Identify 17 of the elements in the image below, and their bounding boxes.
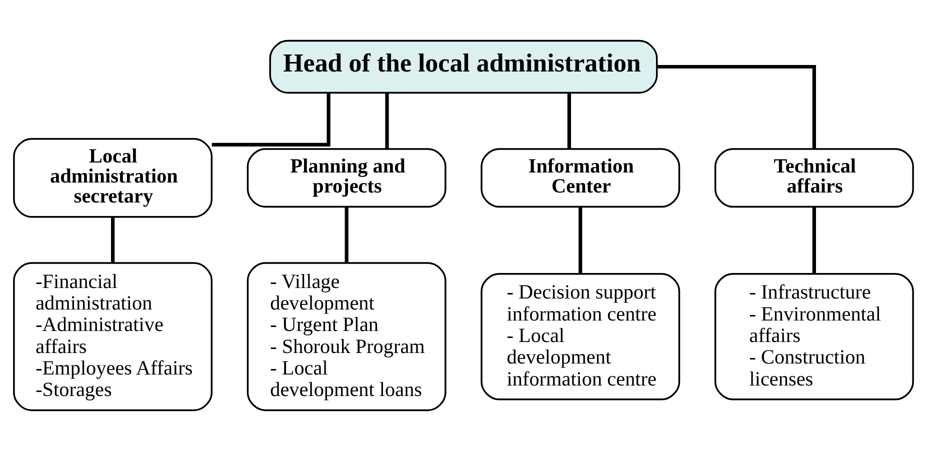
node-box: - Infrastructure - Environmental affairs - Construction licenses <box>714 272 914 400</box>
connector <box>812 207 816 274</box>
node-box: - Decision support information centre - Local development information centre <box>480 272 680 400</box>
connector <box>111 217 115 263</box>
connector <box>212 93 330 146</box>
node-box: Planning and projects <box>246 148 446 208</box>
node-box: Information Center <box>480 148 680 208</box>
node-box: Head of the local administration <box>269 40 658 94</box>
node-box: Local administration secretary <box>13 138 213 218</box>
connector <box>578 207 582 274</box>
connector <box>385 93 389 149</box>
node-box: Technical affairs <box>714 148 914 208</box>
node-box: -Financial administration -Administrative affairs -Employees Affairs -Storages <box>13 262 213 412</box>
node-box: - Village development - Urgent Plan - Shorouk Program - Local development loans <box>246 262 446 412</box>
connector <box>567 93 572 149</box>
connector <box>657 64 816 149</box>
connector <box>344 207 348 263</box>
